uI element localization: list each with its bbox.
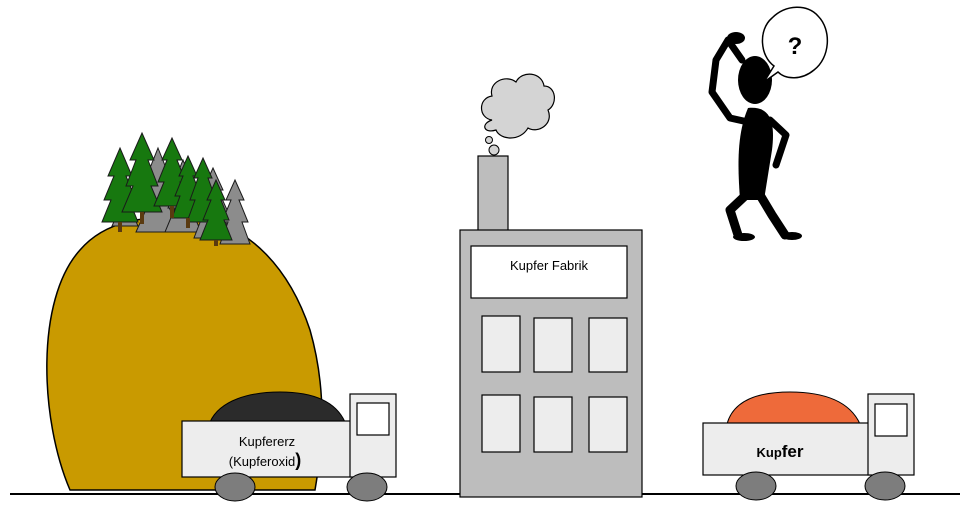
speech-bubble: ? (762, 7, 827, 82)
copper-load (727, 392, 860, 424)
copper-truck-label: Kupfer (756, 442, 803, 461)
ore-truck-label-line1: Kupfererz (239, 434, 295, 449)
ore-truck-wheel-front (347, 473, 387, 501)
chimney (478, 156, 508, 232)
person-leg-right (760, 195, 785, 235)
factory-window (482, 395, 520, 452)
factory-sign: Kupfer Fabrik (510, 258, 589, 273)
smoke-cloud (482, 74, 555, 138)
factory-window (589, 397, 627, 452)
smoke-puff-tiny (486, 137, 493, 144)
question-mark: ? (788, 33, 803, 60)
copper-truck-window (875, 404, 907, 436)
ore-truck-window (357, 403, 389, 435)
factory: Kupfer Fabrik (460, 74, 642, 497)
factory-window (534, 318, 572, 372)
smoke-puff-small (489, 145, 499, 155)
person-leg-left (730, 195, 746, 235)
copper-truck: Kupfer (703, 392, 914, 500)
person-foot-right (782, 232, 802, 240)
ore-truck-wheel-rear (215, 473, 255, 501)
person-foot-left (733, 233, 755, 241)
copper-truck-wheel-rear (736, 472, 776, 500)
factory-window (534, 397, 572, 452)
person-hand (727, 32, 745, 44)
factory-window (589, 318, 627, 372)
copper-truck-wheel-front (865, 472, 905, 500)
factory-window (482, 316, 520, 372)
